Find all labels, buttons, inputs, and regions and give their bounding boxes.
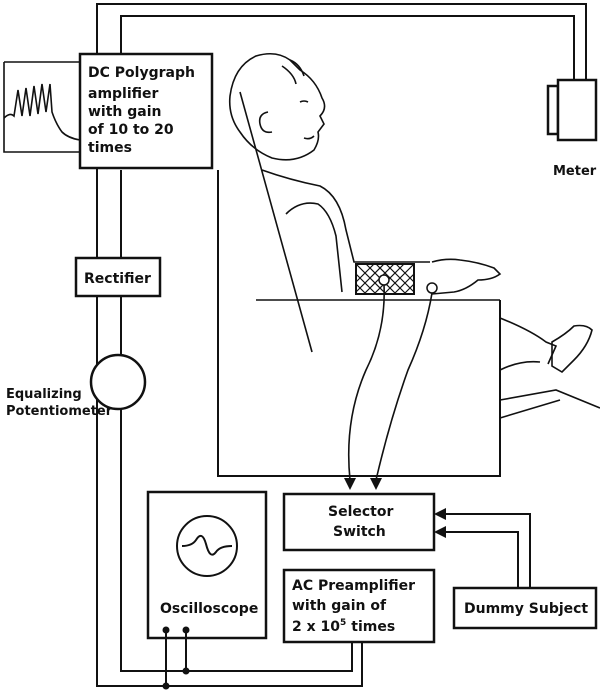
- top-wire-outer: [96, 3, 587, 82]
- ac-preamp-gain-exponent: 5: [340, 618, 346, 628]
- polygraph-tracing: [3, 61, 81, 153]
- ac-preamplifier-box: AC Preamplifier with gain of 2 x 105 time…: [282, 568, 436, 644]
- meter-label: Meter: [553, 164, 597, 179]
- dc-polygraph-line-5: times: [88, 140, 132, 156]
- equalizing-potentiometer: Equalizing Potentiometer: [6, 353, 147, 419]
- dc-polygraph-amplifier-box: DC Polygraph amplifier with gain of 10 t…: [78, 52, 214, 170]
- dummy-subject-leads: [440, 513, 531, 588]
- oscilloscope-box: Oscilloscope: [146, 490, 268, 640]
- ac-preamp-line-3: 2 x 105 times: [292, 618, 395, 635]
- oscilloscope-leads: [165, 630, 187, 686]
- ac-preamp-gain-base: 2 x 10: [292, 619, 340, 635]
- potentiometer-label-2: Potentiometer: [6, 404, 113, 419]
- dc-polygraph-line-2: amplifier: [88, 86, 159, 102]
- inner-wire-loop: [120, 170, 353, 672]
- meter: Meter: [546, 78, 598, 179]
- rectifier-box: Rectifier: [74, 256, 162, 298]
- ac-preamp-gain-unit: times: [351, 619, 395, 635]
- dc-polygraph-line-1: DC Polygraph: [88, 65, 195, 81]
- selector-label-1: Selector: [328, 504, 393, 520]
- dummy-subject-label: Dummy Subject: [464, 601, 588, 617]
- lead-arrowheads: [344, 478, 382, 490]
- oscilloscope-label: Oscilloscope: [160, 601, 258, 617]
- oscilloscope-trace: [181, 534, 233, 556]
- dummy-subject-box: Dummy Subject: [452, 586, 598, 630]
- selector-switch-box: Selector Switch: [282, 492, 436, 552]
- chair-back: [239, 91, 313, 353]
- potentiometer-label-1: Equalizing: [6, 387, 82, 402]
- ac-preamp-line-2: with gain of: [292, 598, 387, 614]
- seated-subject-figure: [228, 52, 600, 419]
- top-wire-inner: [120, 15, 575, 82]
- electrode-lead-2: [375, 292, 433, 481]
- selector-label-2: Switch: [333, 524, 386, 540]
- dc-polygraph-line-4: of 10 to 20: [88, 122, 174, 138]
- rectifier-label: Rectifier: [84, 271, 151, 287]
- dc-polygraph-line-3: with gain: [88, 104, 162, 120]
- dummy-lead-arrowheads: [434, 508, 446, 538]
- subject-enclosure: [217, 170, 501, 477]
- electrode-lead-1: [347, 284, 385, 481]
- ac-preamp-line-1: AC Preamplifier: [292, 578, 415, 594]
